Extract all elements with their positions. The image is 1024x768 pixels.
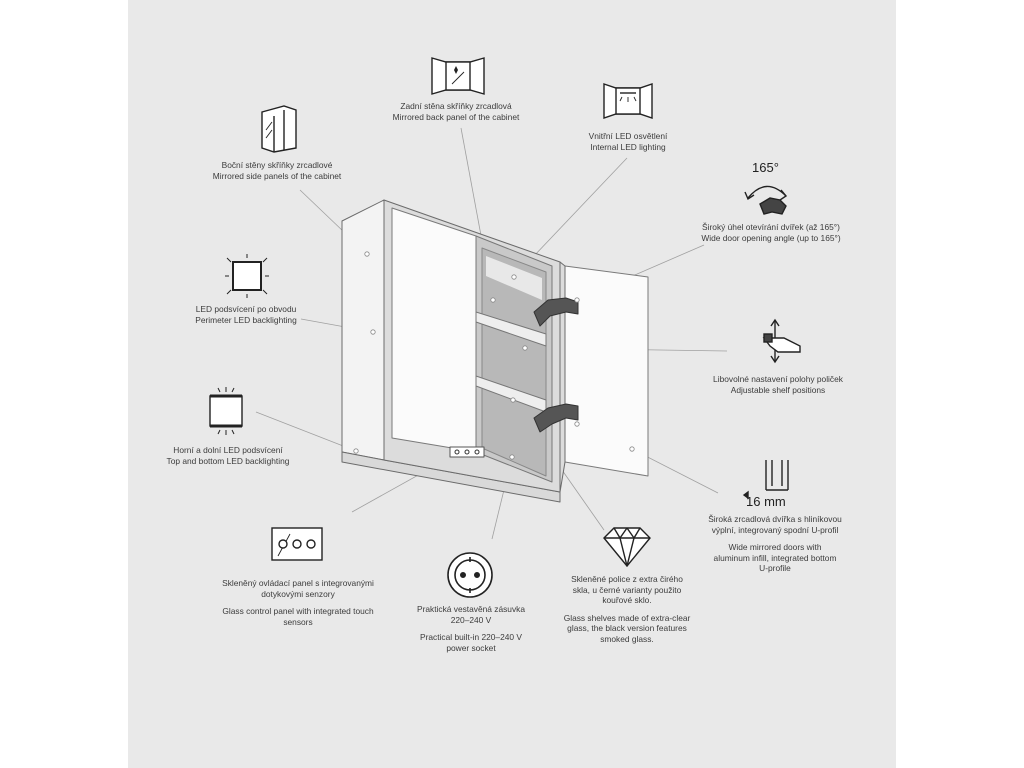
label-line: Adjustable shelf positions (730, 384, 826, 395)
mirror-back-panel-icon (431, 57, 485, 95)
anchor-points (353, 251, 635, 460)
side-panels-label: Boční stěny skříňky zrcadlové Mirrored s… (197, 160, 357, 181)
label-line: aluminum infill, integrated bottom (713, 552, 837, 563)
top-bottom-led-icon (209, 387, 243, 435)
mirror-side-panels-icon (261, 105, 297, 153)
hinge-rotate-icon (744, 185, 788, 215)
perimeter-led-icon (225, 254, 269, 298)
label-line: glass, the black version features (567, 623, 687, 634)
label-line: Skleněné police z extra čirého (571, 574, 683, 584)
label-line: U-profile (759, 563, 791, 574)
label-line: dotykovými senzory (261, 588, 335, 599)
label-line: Horní a dolní LED podsvícení (173, 445, 283, 455)
label-line: Široký úhel otevírání dvířek (až 165°) (702, 222, 840, 232)
label-line: Boční stěny skříňky zrcadlové (221, 160, 333, 170)
socket-label: Praktická vestavěná zásuvka 220–240 V Pr… (401, 604, 541, 653)
label-line: Skleněný ovládací panel s integrovanými (222, 578, 374, 588)
label-line: power socket (446, 642, 496, 653)
label-line: Internal LED lighting (590, 141, 666, 152)
label-line: 220–240 V (450, 614, 492, 625)
shelf-positions-label: Libovolné nastavení polohy poliček Adjus… (698, 374, 858, 395)
label-line: Praktická vestavěná zásuvka (417, 604, 525, 614)
label-line: skla, u černé varianty použito (572, 584, 682, 595)
label-line: Mirrored side panels of the cabinet (212, 170, 342, 181)
thickness-text: 16 mm (746, 494, 786, 509)
label-line: Perimeter LED backlighting (195, 314, 297, 325)
power-socket-icon (447, 552, 493, 598)
label-line: LED podsvícení po obvodu (195, 304, 297, 314)
label-line: Široká zrcadlová dvířka s hliníkovou (708, 514, 842, 524)
label-line: Wide door opening angle (up to 165°) (701, 232, 841, 243)
label-line: kouřové sklo. (602, 595, 652, 606)
label-line: Glass shelves made of extra-clear (563, 612, 691, 623)
internal-led-label: Vnitřní LED osvětlení Internal LED light… (568, 131, 688, 152)
label-line: smoked glass. (600, 633, 654, 644)
label-line: Zadní stěna skříňky zrcadlová (400, 101, 512, 111)
label-line: Wide mirrored doors with (728, 542, 822, 553)
cabinet-body (341, 199, 649, 503)
label-line: Top and bottom LED backlighting (166, 455, 290, 466)
glass-shelves-label: Skleněné police z extra čirého skla, u č… (552, 574, 702, 645)
label-line: výplní, integrovaný spodní U-profil (711, 524, 839, 535)
angle-text: 165° (752, 160, 779, 175)
back-panel-label: Zadní stěna skříňky zrcadlová Mirrored b… (381, 101, 531, 122)
opening-angle-label: Široký úhel otevírání dvířek (až 165°) W… (686, 222, 856, 243)
label-line: Libovolné nastavení polohy poliček (713, 374, 843, 384)
perimeter-led-label: LED podsvícení po obvodu Perimeter LED b… (176, 304, 316, 325)
label-line: sensors (283, 616, 313, 627)
label-line: Mirrored back panel of the cabinet (392, 111, 520, 122)
internal-light-icon (603, 83, 653, 119)
top-bottom-led-label: Horní a dolní LED podsvícení Top and bot… (148, 445, 308, 466)
shelf-adjust-icon (762, 318, 801, 364)
u-profile-icon (742, 460, 789, 500)
control-panel-label: Skleněný ovládací panel s integrovanými … (203, 578, 393, 627)
label-line: Practical built-in 220–240 V (420, 632, 522, 643)
door-profile-label: Široká zrcadlová dvířka s hliníkovou výp… (690, 514, 860, 574)
touch-panel-icon (271, 527, 323, 561)
label-line: Vnitřní LED osvětlení (588, 131, 668, 141)
label-line: Glass control panel with integrated touc… (222, 606, 374, 617)
diamond-icon (603, 527, 651, 568)
